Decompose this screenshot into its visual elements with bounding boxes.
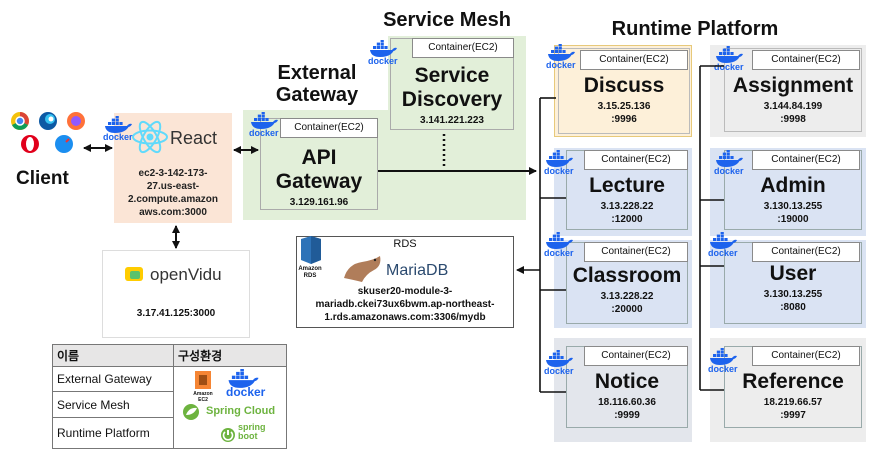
docker-label: docker (249, 128, 279, 138)
service-discovery-address: 3.141.221.223 (420, 115, 484, 126)
docker-logo: docker (103, 116, 133, 142)
docker-logo: docker (714, 150, 744, 176)
docker-logo: docker (714, 46, 744, 72)
user-name: User (769, 262, 817, 285)
reference-name: Reference (742, 370, 844, 393)
docker-label: docker (546, 60, 576, 70)
lecture-address: 3.13.228.22 :12000 (600, 201, 654, 225)
docker-label: docker (544, 166, 574, 176)
docker-label: docker (544, 248, 574, 258)
browser-logos-icon (11, 112, 85, 153)
notice-address: 18.116.60.36 :9999 (598, 397, 656, 421)
discuss-frame (558, 48, 690, 134)
docker-logo: docker (546, 44, 576, 70)
legend-header-name: 이름 (52, 344, 174, 367)
user-container-tag: Container(EC2) (752, 242, 860, 262)
assignment-name: Assignment (732, 74, 854, 97)
openvidu-box (102, 250, 250, 338)
user-address: 3.130.13.255 :8080 (763, 289, 823, 313)
classroom-address: 3.13.228.22 :20000 (600, 291, 654, 315)
docker-label: docker (714, 166, 744, 176)
notice-name: Notice (594, 370, 660, 393)
admin-address: 3.130.13.255 :19000 (763, 201, 823, 225)
react-logo-icon (130, 117, 170, 162)
notice-container-tag: Container(EC2) (584, 346, 688, 366)
docker-logo: docker (544, 350, 574, 376)
openvidu-address: 3.17.41.125:3000 (136, 308, 216, 319)
legend-row-external-gateway: External Gateway (52, 366, 174, 392)
docker-logo: docker (544, 150, 574, 176)
spring-cloud-label: Spring Cloud (206, 405, 276, 417)
rds-box (296, 236, 514, 328)
amazon-ec2-icon (195, 371, 211, 389)
docker-logo: docker (544, 232, 574, 258)
legend-row-service-mesh: Service Mesh (52, 391, 174, 418)
amazon-ec2-label: Amazon EC2 (193, 391, 213, 403)
legend-header-env: 구성환경 (173, 344, 287, 367)
external-gateway-title: External Gateway (275, 62, 359, 106)
spring-boot-power-icon (221, 428, 235, 442)
discuss-container-tag: Container(EC2) (580, 50, 688, 70)
spring-boot-label: spring boot (238, 422, 266, 441)
docker-logo: docker (368, 40, 398, 66)
legend-table: 이름 구성환경 External Gateway Amazon EC2 dock… (52, 344, 287, 449)
service-mesh-title: Service Mesh (383, 9, 511, 31)
mariadb-label: MariaDB (386, 262, 449, 279)
mariadb-seal-icon (340, 254, 386, 289)
react-box (114, 113, 232, 223)
service-discovery-name: Service Discovery (401, 64, 503, 111)
client-label: Client (16, 168, 69, 189)
classroom-name: Classroom (572, 264, 682, 287)
docker-logo: docker (249, 112, 279, 138)
spring-leaf-icon (183, 404, 199, 420)
lecture-container-tag: Container(EC2) (584, 150, 688, 170)
legend-env-cell: Amazon EC2 docker Spring Cloud spring bo… (173, 366, 287, 449)
lecture-name: Lecture (589, 174, 665, 197)
runtime-right-bus (699, 65, 724, 391)
api-gateway-container-tag: Container(EC2) (280, 118, 378, 138)
runtime-left-bus (539, 97, 566, 393)
docker-label: docker (708, 248, 738, 258)
openvidu-logo-icon (124, 266, 146, 289)
rds-address: skuser20-module-3- mariadb.ckei73ux6bwm.… (315, 286, 495, 323)
api-gateway-address: 3.129.161.96 (289, 197, 349, 208)
discuss-address: 3.15.25.136 :9996 (597, 101, 651, 125)
browser-icons (8, 110, 92, 156)
assignment-frame (724, 48, 862, 132)
classroom-container-tag: Container(EC2) (584, 242, 688, 262)
assignment-container-tag: Container(EC2) (752, 50, 860, 70)
admin-name: Admin (760, 174, 826, 197)
discuss-name: Discuss (583, 74, 665, 97)
admin-container-tag: Container(EC2) (752, 150, 860, 170)
assignment-address: 3.144.84.199 :9998 (763, 101, 823, 125)
react-address: ec2-3-142-173- 27.us-east- 2.compute.ama… (127, 168, 219, 218)
docker-label: docker (544, 366, 574, 376)
docker-label: docker (708, 364, 738, 374)
legend-row-runtime-platform: Runtime Platform (52, 417, 174, 449)
service-discovery-container-tag: Container(EC2) (412, 38, 514, 58)
api-gateway-name: API Gateway (275, 146, 363, 193)
legend-docker-label: docker (226, 385, 266, 399)
rds-title: RDS (393, 238, 417, 250)
react-label: React (170, 128, 218, 148)
reference-address: 18.219.66.57 :9997 (763, 397, 823, 421)
reference-container-tag: Container(EC2) (752, 346, 860, 366)
openvidu-label: openVidu (150, 265, 222, 284)
docker-label: docker (368, 56, 398, 66)
docker-logo: docker (708, 232, 738, 258)
docker-label: docker (103, 132, 133, 142)
docker-label: docker (714, 62, 744, 72)
amazon-rds-label: Amazon RDS (298, 266, 322, 279)
amazon-rds-icon (299, 236, 323, 269)
docker-logo: docker (708, 348, 738, 374)
runtime-platform-title: Runtime Platform (611, 18, 779, 40)
